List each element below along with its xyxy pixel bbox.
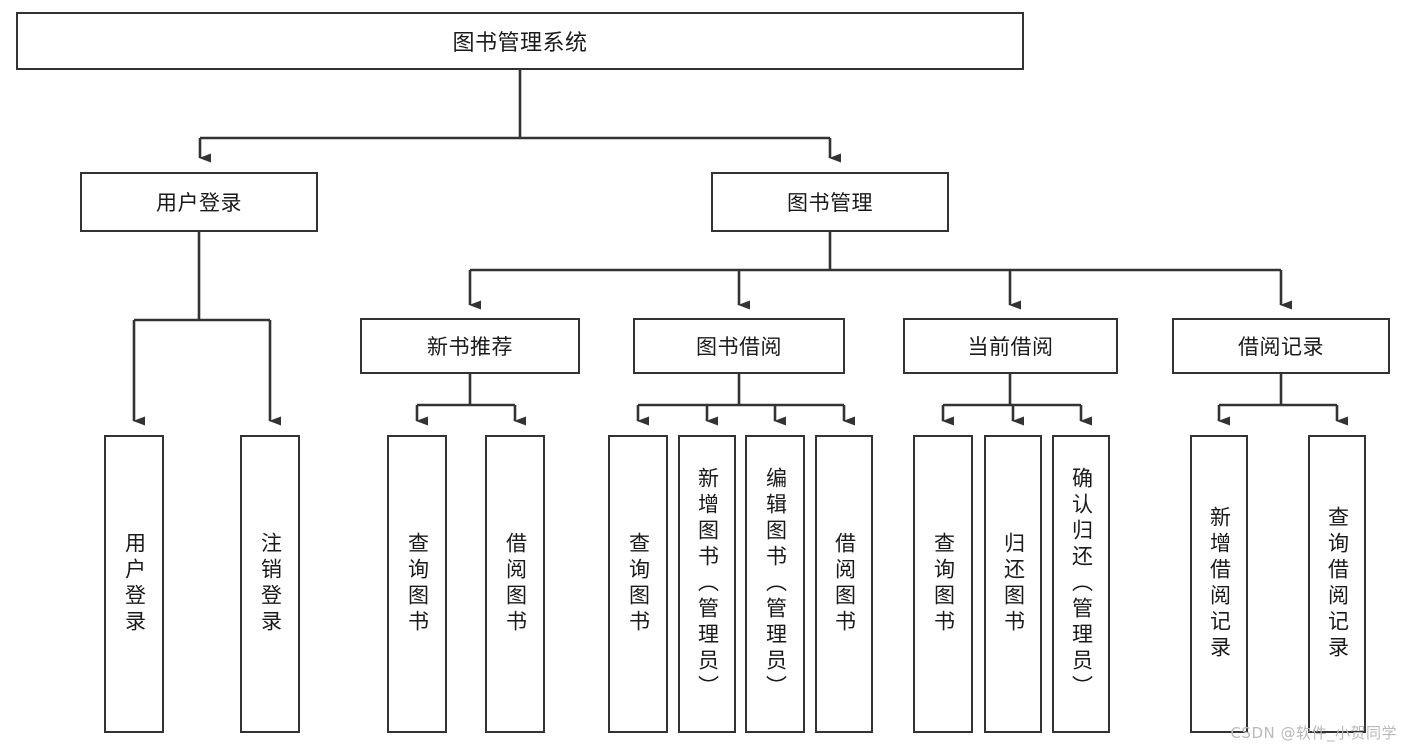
node-level2-borrow-record[interactable]: 借阅记录: [1172, 318, 1390, 374]
node-leaf-return-book[interactable]: 归还图书: [984, 435, 1042, 733]
node-leaf-add-book-admin[interactable]: 新增图书（管理员）: [678, 435, 736, 733]
node-leaf-query-borrow-record[interactable]: 查询借阅记录: [1308, 435, 1366, 733]
node-level2-book-borrow[interactable]: 图书借阅: [633, 318, 845, 374]
node-leaf-query-book-recommend[interactable]: 查询图书: [387, 435, 447, 733]
node-level1-user-login[interactable]: 用户登录: [80, 172, 318, 232]
node-level2-current-borrow[interactable]: 当前借阅: [903, 318, 1118, 374]
node-leaf-borrow-book[interactable]: 借阅图书: [815, 435, 873, 733]
node-leaf-edit-book-admin[interactable]: 编辑图书（管理员）: [745, 435, 805, 733]
node-level2-new-book-recommend[interactable]: 新书推荐: [360, 318, 580, 374]
node-leaf-user-login[interactable]: 用户登录: [104, 435, 164, 733]
node-leaf-borrow-book-recommend[interactable]: 借阅图书: [485, 435, 545, 733]
node-root[interactable]: 图书管理系统: [16, 12, 1024, 70]
node-leaf-query-book-current[interactable]: 查询图书: [913, 435, 973, 733]
node-level1-book-management[interactable]: 图书管理: [711, 172, 949, 232]
node-leaf-confirm-return-admin[interactable]: 确认归还（管理员）: [1052, 435, 1110, 733]
watermark-text: CSDN @软件_小贺同学: [1230, 724, 1397, 742]
node-leaf-add-borrow-record[interactable]: 新增借阅记录: [1190, 435, 1248, 733]
node-leaf-logout[interactable]: 注销登录: [240, 435, 300, 733]
node-leaf-query-book-borrow[interactable]: 查询图书: [608, 435, 668, 733]
